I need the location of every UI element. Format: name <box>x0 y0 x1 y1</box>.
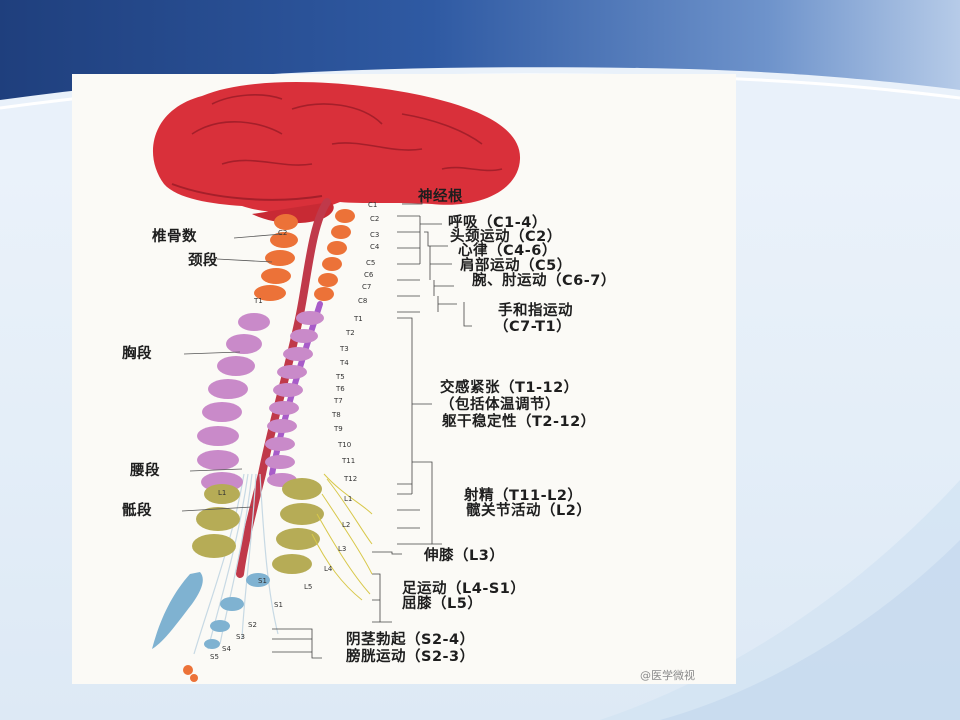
coccyx <box>183 665 198 682</box>
lumbar-vertebrae <box>192 478 324 574</box>
right-brackets <box>272 198 472 659</box>
label-erection: 阴茎勃起（S2-4） <box>346 632 475 648</box>
segment-label: T11 <box>342 457 356 465</box>
label-lumbar: 腰段 <box>130 463 160 479</box>
segment-label: T1 <box>354 315 363 323</box>
label-foot: 足运动（L4-S1） <box>402 581 526 597</box>
label-trunk-stability: 躯干稳定性（T2-12） <box>442 414 596 430</box>
segment-label: T7 <box>334 397 343 405</box>
segment-label: T10 <box>338 441 352 449</box>
label-vertebra-count: 椎骨数 <box>152 229 197 245</box>
segment-label: L5 <box>304 583 313 591</box>
label-breathing: 呼吸（C1-4） <box>448 215 547 231</box>
segment-label: C4 <box>370 243 380 251</box>
segment-label: T9 <box>334 425 343 433</box>
watermark: @医学微视 <box>640 669 695 682</box>
anatomy-illustration <box>152 82 521 682</box>
slide-corner-swoosh <box>600 480 960 720</box>
segment-label: C7 <box>362 283 372 291</box>
label-nerve-root: 神经根 <box>418 189 463 205</box>
label-heart-rate: 心律（C4-6） <box>458 243 557 259</box>
segment-label: T3 <box>340 345 349 353</box>
segment-label: L4 <box>324 565 333 573</box>
label-hand-finger: 手和指运动 <box>498 303 573 319</box>
thoracic-vertebrae <box>197 311 324 492</box>
segment-label: L2 <box>342 521 351 529</box>
segment-label: C1 <box>368 201 378 209</box>
vertebra-label: C2 <box>278 229 288 237</box>
segment-label: T5 <box>336 373 345 381</box>
sacrum <box>152 572 270 649</box>
segment-label: C2 <box>370 215 380 223</box>
segment-label: S2 <box>248 621 257 629</box>
nerve-roots <box>311 473 373 601</box>
label-wrist-elbow: 腕、肘运动（C6-7） <box>472 273 616 289</box>
segment-label: L3 <box>338 545 347 553</box>
vertebra-label: S1 <box>258 577 267 585</box>
vertebra-label: L1 <box>218 489 227 497</box>
segment-label: S1 <box>274 601 283 609</box>
segment-label: C5 <box>366 259 376 267</box>
segment-label: S5 <box>210 653 219 661</box>
cauda-equina <box>193 473 279 655</box>
segment-label: T12 <box>344 475 358 483</box>
vertebra-label: T1 <box>254 297 263 305</box>
segment-label: S3 <box>236 633 245 641</box>
label-hand-finger-range: （C7-T1） <box>494 319 572 335</box>
left-leaders <box>181 233 283 512</box>
segment-label: T6 <box>336 385 345 393</box>
segment-label: C8 <box>358 297 368 305</box>
cervical-vertebrae <box>254 209 355 301</box>
segment-label: L1 <box>344 495 353 503</box>
label-sacral: 骶段 <box>122 503 152 519</box>
label-sympathetic: 交感紧张（T1-12） <box>440 380 579 396</box>
label-shoulder: 肩部运动（C5） <box>460 258 572 274</box>
label-hip: 髋关节活动（L2） <box>466 503 592 519</box>
segment-label: T2 <box>346 329 355 337</box>
segment-label: C3 <box>370 231 380 239</box>
label-sympathetic-note: （包括体温调节） <box>440 397 560 413</box>
label-knee-extension: 伸膝（L3） <box>424 548 505 564</box>
segment-label: T8 <box>332 411 341 419</box>
label-bladder: 膀胱运动（S2-3） <box>346 649 475 665</box>
label-ejaculation: 射精（T11-L2） <box>464 488 583 504</box>
segment-label: T4 <box>340 359 349 367</box>
segment-label: C6 <box>364 271 374 279</box>
label-head-neck: 头颈运动（C2） <box>450 229 562 245</box>
label-cervical: 颈段 <box>188 253 218 269</box>
label-knee-flexion: 屈膝（L5） <box>402 596 483 612</box>
label-thoracic: 胸段 <box>122 346 152 362</box>
brain <box>152 82 521 224</box>
segment-label: S4 <box>222 645 231 653</box>
spinal-cord-diagram: C1 C2 C3 C4 C5 C6 C7 C8 C2 T1 T1 T2 T3 T… <box>72 74 736 684</box>
